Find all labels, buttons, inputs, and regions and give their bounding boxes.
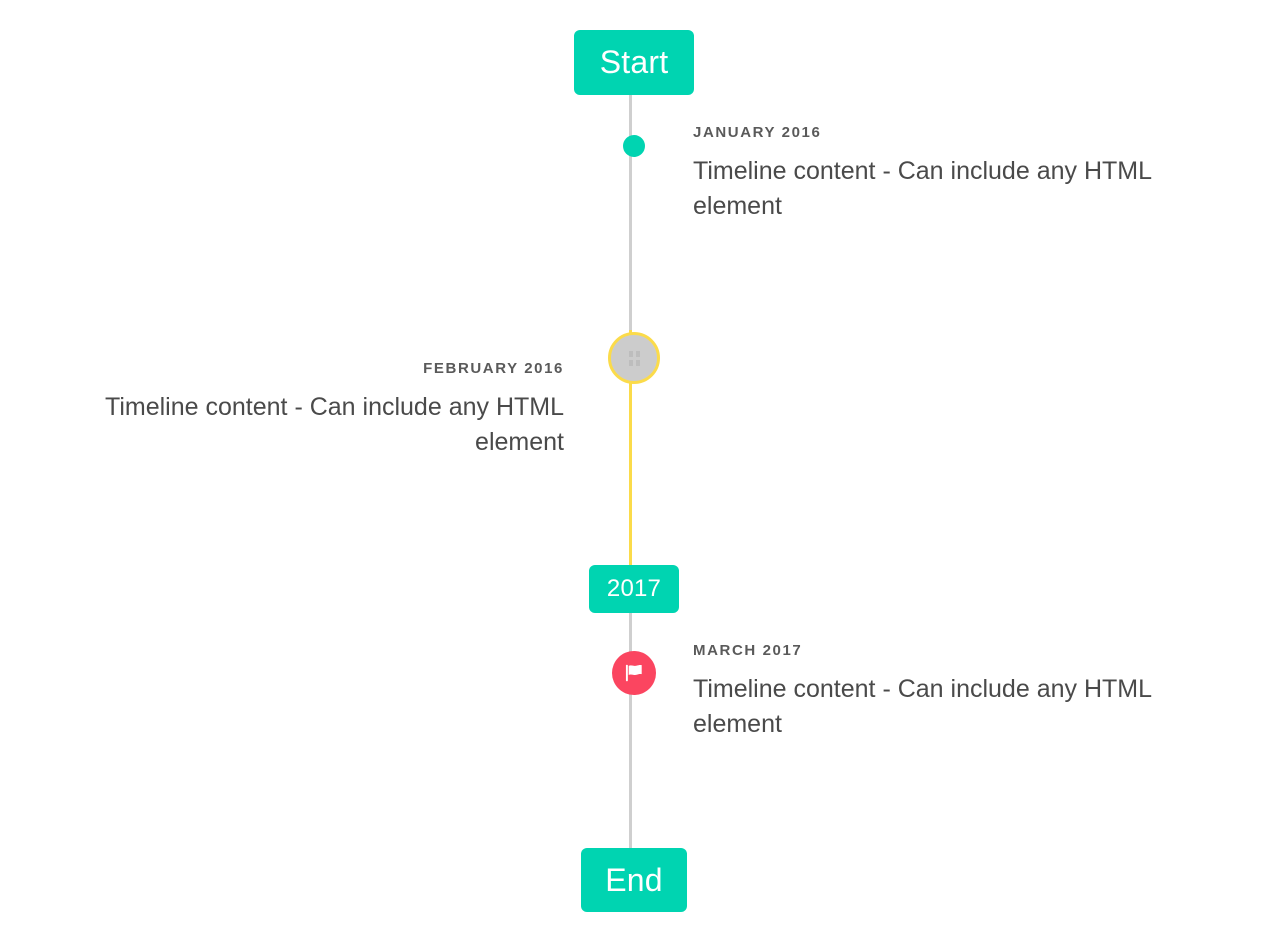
- timeline-event-date-march: MARCH 2017: [693, 642, 803, 659]
- timeline-axis-segment-gray-top: [629, 95, 632, 330]
- timeline-start-badge[interactable]: Start: [574, 30, 694, 95]
- timeline-year-badge-2017[interactable]: 2017: [589, 565, 679, 613]
- timeline-year-badge-label: 2017: [606, 575, 662, 602]
- timeline-axis-segment-gray-bottom: [629, 613, 632, 848]
- missing-glyph-icon: [627, 350, 641, 366]
- timeline-event-date-january: JANUARY 2016: [693, 124, 822, 141]
- timeline-end-badge[interactable]: End: [581, 848, 687, 912]
- timeline-event-body-march: Timeline content - Can include any HTML …: [693, 675, 1152, 738]
- timeline-marker-flag-march[interactable]: [612, 651, 656, 695]
- timeline-event-content-february: FEBRUARY 2016 Timeline content - Can inc…: [40, 358, 564, 459]
- timeline-start-badge-label: Start: [599, 44, 669, 80]
- timeline-axis-segment-yellow: [629, 330, 632, 565]
- timeline-event-body-february: Timeline content - Can include any HTML …: [105, 393, 564, 456]
- timeline-event-body-january: Timeline content - Can include any HTML …: [693, 157, 1152, 220]
- timeline-marker-dot-january[interactable]: [623, 135, 645, 157]
- flag-icon: [625, 664, 642, 682]
- timeline-event-content-march: MARCH 2017 Timeline content - Can includ…: [693, 640, 1217, 741]
- timeline-end-badge-label: End: [605, 861, 663, 898]
- timeline-marker-ringed-february[interactable]: [608, 332, 660, 384]
- timeline-event-content-january: JANUARY 2016 Timeline content - Can incl…: [693, 122, 1217, 223]
- timeline-event-date-february: FEBRUARY 2016: [423, 360, 564, 377]
